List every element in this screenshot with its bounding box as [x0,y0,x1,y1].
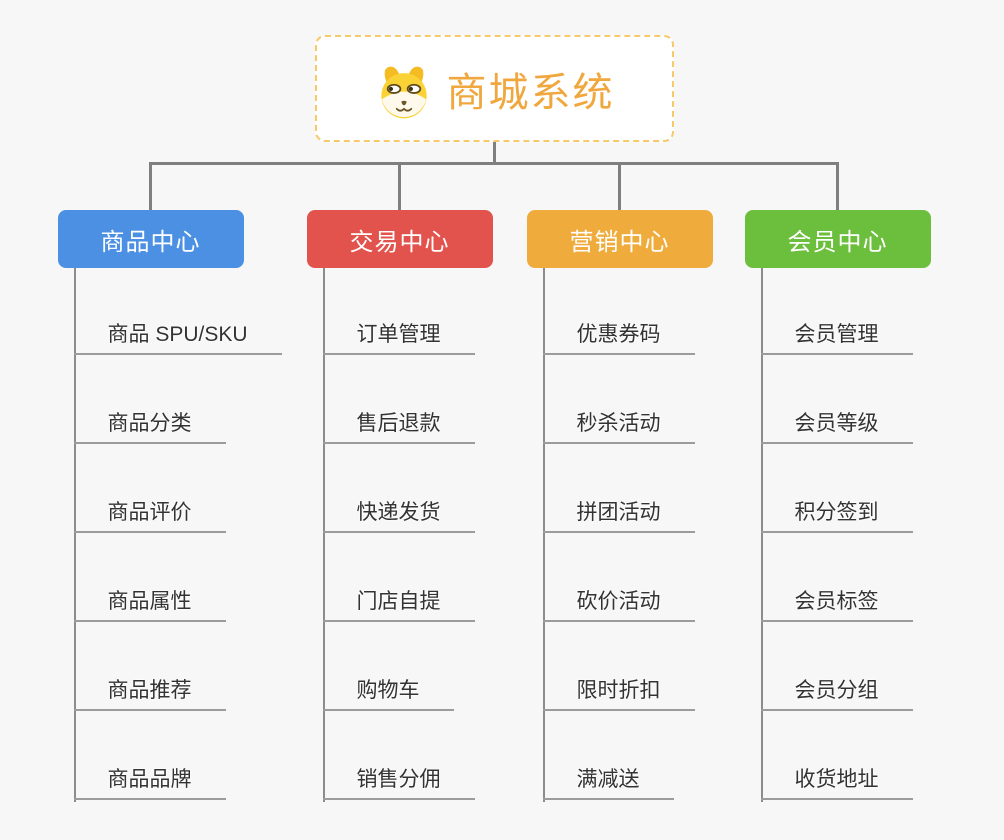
connector-line [398,162,401,210]
root-node-label: 商城系统 [446,70,615,115]
sub-topic[interactable]: 会员管理 [760,321,913,355]
sub-topic[interactable]: 销售分佣 [322,766,475,800]
sub-topic[interactable]: 优惠券码 [542,321,695,355]
connector-line [836,162,839,210]
sub-topic[interactable]: 会员等级 [760,410,913,444]
root-node[interactable]: 商城系统 [315,35,674,142]
sub-topic[interactable]: 购物车 [322,677,454,711]
sub-topic[interactable]: 售后退款 [322,410,475,444]
sub-topic[interactable]: 会员标签 [760,588,913,622]
sub-topic[interactable]: 门店自提 [322,588,475,622]
sub-topic[interactable]: 商品评价 [73,499,226,533]
connector-line [149,162,152,210]
connector-line [760,268,763,802]
branch-node-1[interactable]: 交易中心 [306,210,493,268]
sub-topic[interactable]: 商品分类 [73,410,226,444]
sub-topic[interactable]: 砍价活动 [542,588,695,622]
sub-topic[interactable]: 满减送 [542,766,674,800]
sub-topic[interactable]: 商品 SPU/SKU [73,321,282,355]
branch-node-3[interactable]: 会员中心 [744,210,931,268]
sub-topic[interactable]: 商品推荐 [73,677,226,711]
connector-line [73,268,76,802]
sub-topic[interactable]: 积分签到 [760,499,913,533]
sub-topic[interactable]: 会员分组 [760,677,913,711]
connector-line [149,162,839,165]
branch-node-0[interactable]: 商品中心 [57,210,244,268]
branch-node-2[interactable]: 营销中心 [526,210,713,268]
connector-line [542,268,545,802]
sub-topic[interactable]: 商品品牌 [73,766,226,800]
sub-topic[interactable]: 秒杀活动 [542,410,695,444]
connector-line [618,162,621,210]
sub-topic[interactable]: 商品属性 [73,588,226,622]
sub-topic[interactable]: 拼团活动 [542,499,695,533]
connector-line [322,268,325,802]
connector-line [493,142,496,165]
sub-topic[interactable]: 订单管理 [322,321,475,355]
shiba-dog-icon [375,64,433,122]
sub-topic[interactable]: 限时折扣 [542,677,695,711]
sub-topic[interactable]: 快递发货 [322,499,475,533]
sub-topic[interactable]: 收货地址 [760,766,913,800]
